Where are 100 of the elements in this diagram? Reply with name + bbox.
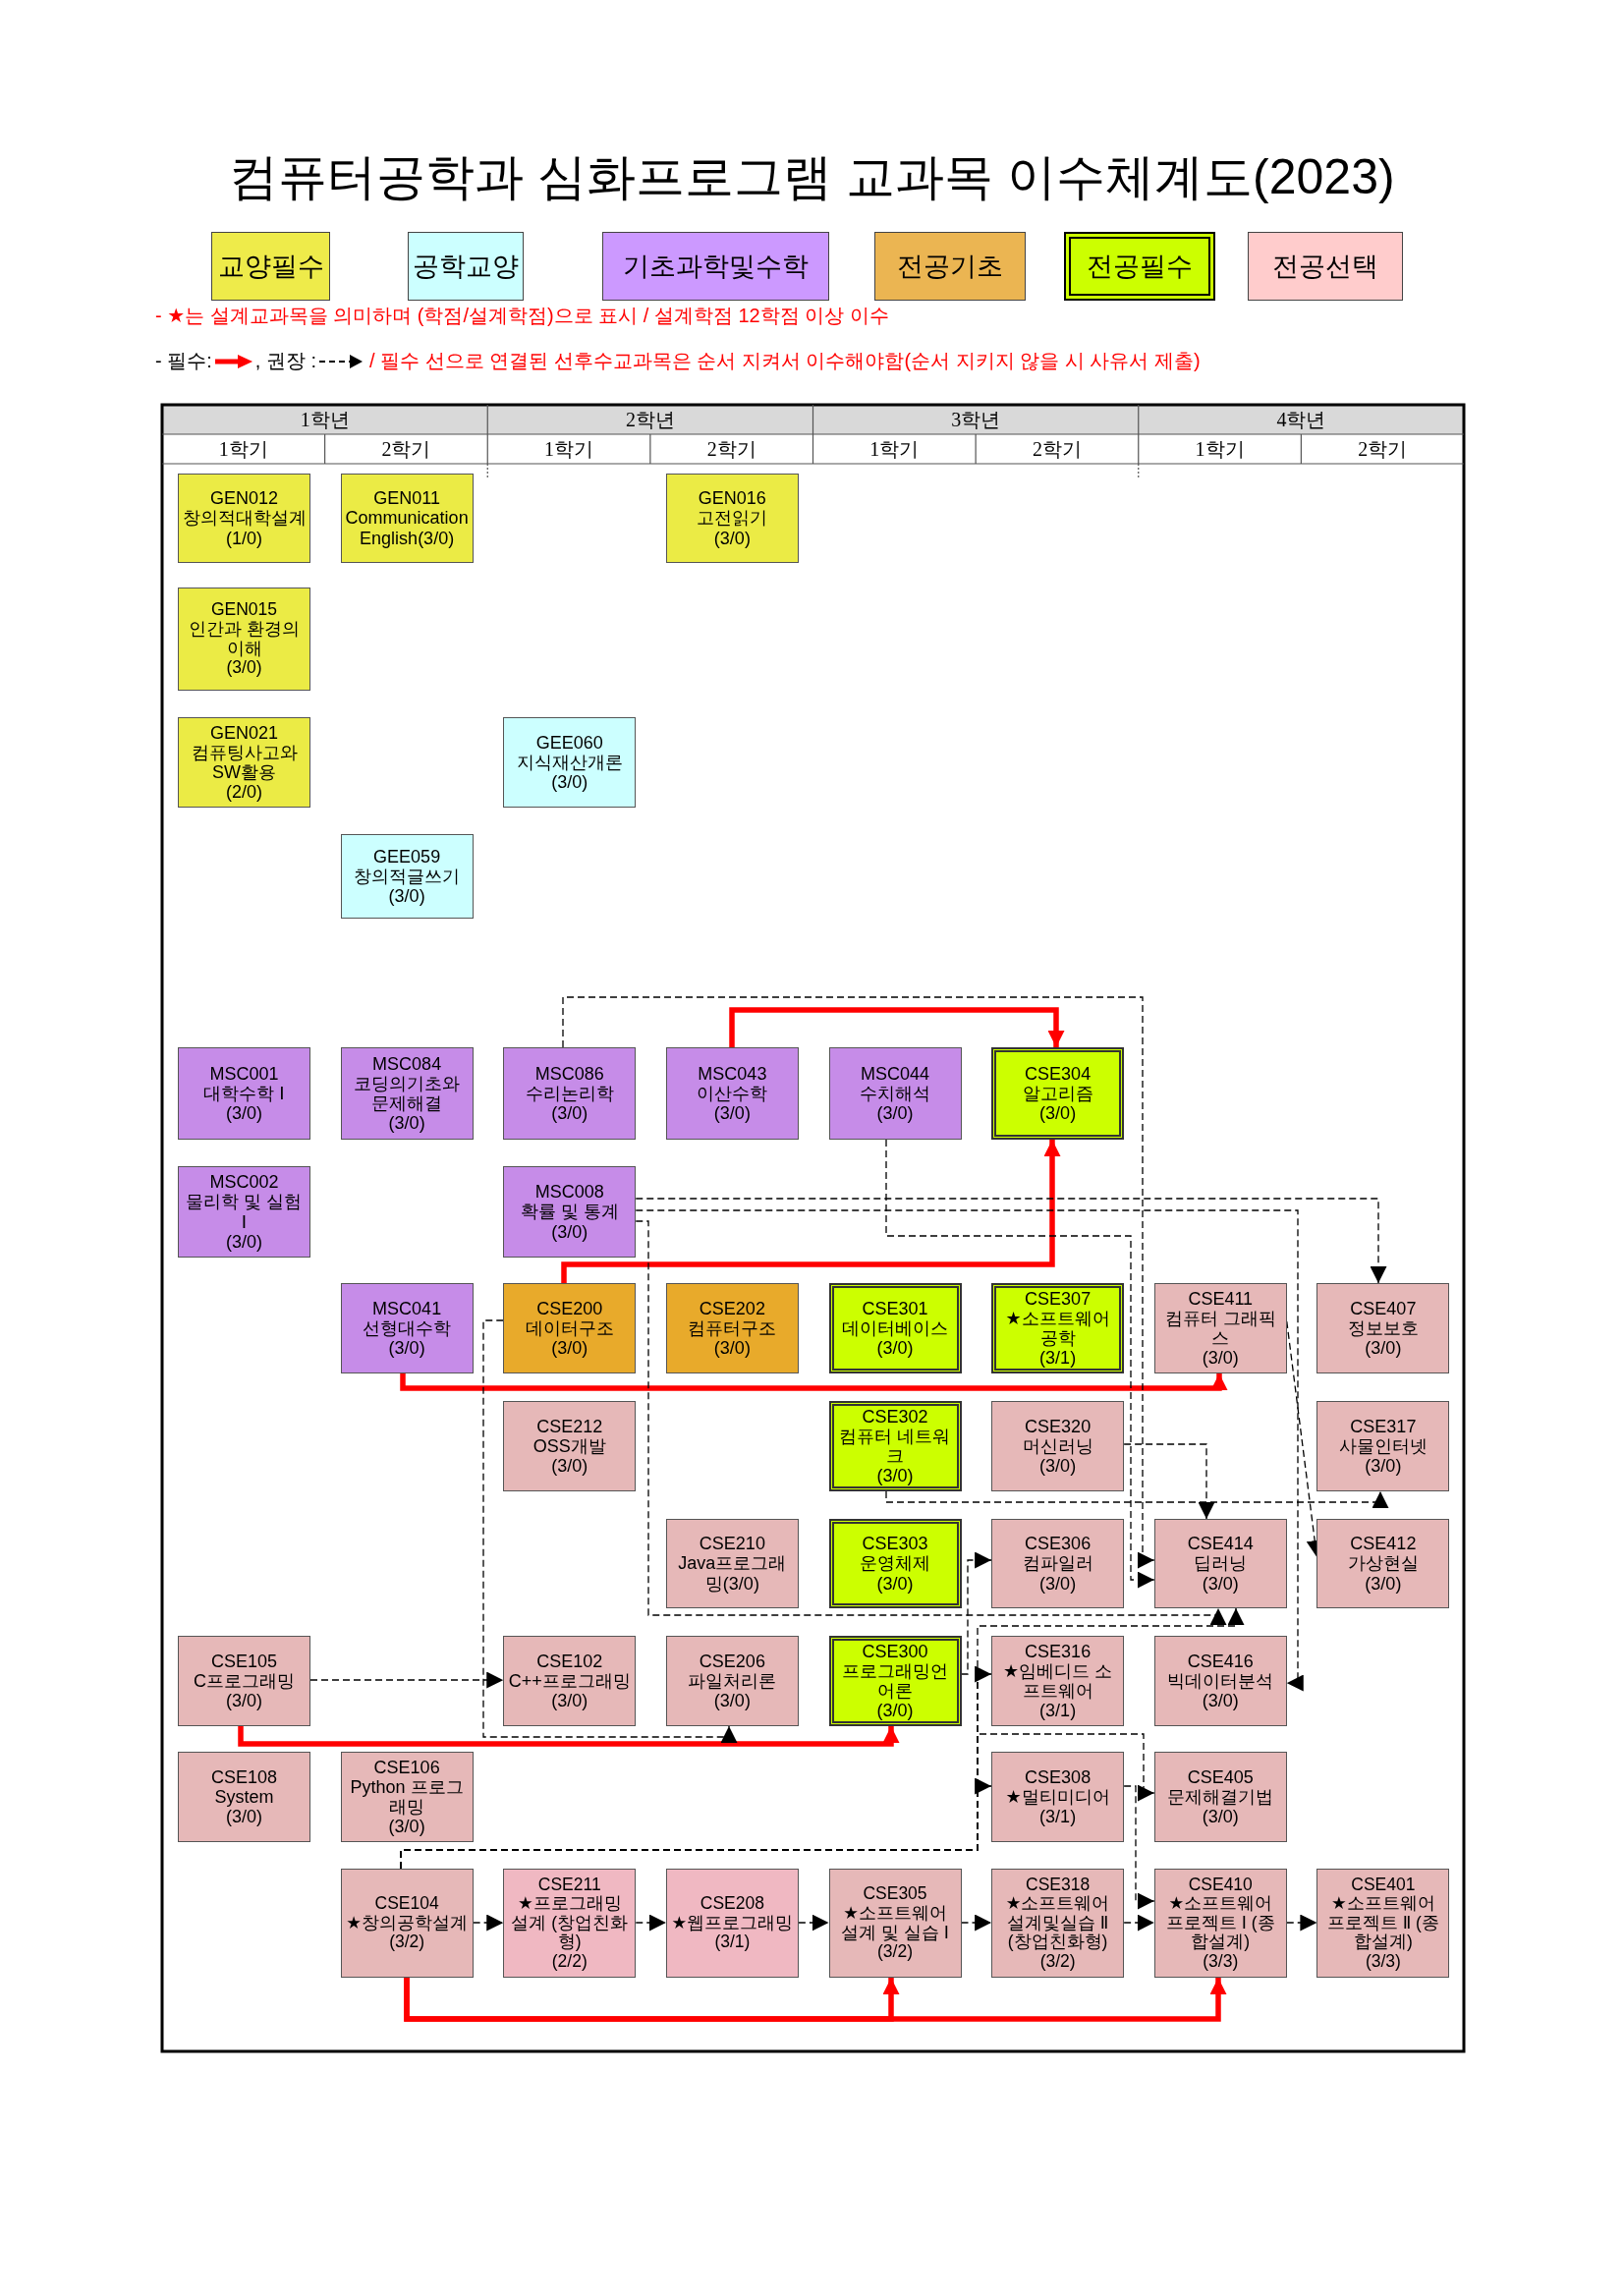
course-label: (3/0) [1039,1456,1077,1477]
course-label: C프로그래밍 [194,1670,295,1692]
arrow [798,1914,830,1932]
legend-label: 교양필수 [217,250,324,283]
course-box [991,1047,1125,1140]
year-header: 1학년 [299,408,351,432]
course-label: 지식재산개론 [516,752,623,773]
course-label: (3/0) [1202,1573,1239,1594]
course-label: (3/0) [1202,1807,1239,1827]
course-label: ★소프트웨어 설계및실습 Ⅱ (창업친화형) [1004,1894,1111,1952]
course-label: 코딩의기초와 문제해결 [353,1073,462,1114]
course-box [1316,1401,1450,1491]
course-code: CSE202 [699,1298,765,1318]
arrow [960,1914,992,1932]
arrow [400,1373,1228,1391]
arrow [473,1914,504,1932]
course-label: ★임베디드 소프트웨어 [1002,1660,1114,1702]
legend-label: 전공기초 [897,250,1003,283]
course-label: (2/0) [226,782,262,803]
course-code: CSE405 [1187,1766,1254,1787]
course-code: MSC084 [372,1053,442,1074]
course-label: 인간과 환경의 이해 [188,619,301,659]
course-code: CSE200 [536,1298,603,1318]
course-label: (3/0) [226,1231,262,1252]
course-code: CSE303 [862,1534,928,1554]
course-box [178,1047,310,1140]
course-label: 머신러닝 [1022,1435,1093,1457]
course-code: CSE210 [699,1534,765,1554]
course-label: (3/0) [876,1103,914,1124]
course-box [991,1636,1125,1726]
course-label: (3/0) [226,1103,262,1124]
course-box [1316,1869,1450,1978]
course-label: (3/0) [713,528,751,548]
course-label: ★소프트웨어 프로젝트 Ⅰ (종합설계) [1164,1894,1276,1952]
arrow [729,1007,1065,1047]
course-label: (3/0) [876,1466,914,1486]
legend-label: 공학교양 [413,250,519,283]
course-label: 확률 및 통계 [520,1202,619,1222]
course-label: (3/0) [226,1691,262,1711]
course-label: (3/0) [876,1701,914,1721]
course-code: MSC008 [534,1182,604,1203]
semester-header: 2학기 [705,437,757,462]
course-label: (3/0) [1202,1691,1239,1711]
course-box [1153,1869,1287,1978]
course-label: 빅데이터분석 [1167,1670,1274,1692]
course-code: CSE304 [1025,1063,1092,1084]
course-code: GEN021 [209,722,278,743]
course-label: Python 프로그래밍 [349,1776,465,1818]
course-box [1153,1283,1287,1373]
semester-header: 2학기 [1357,437,1409,462]
course-label: (3/0) [1365,1338,1402,1359]
course-label: 컴파일러 [1022,1553,1093,1574]
course-label: System [214,1786,274,1808]
course-label: OSS개발 [532,1435,606,1457]
course-label: 창의적글쓰기 [354,866,461,887]
arrow [885,1139,1155,1589]
arrow [635,1198,1387,1284]
course-code: CSE410 [1188,1875,1253,1895]
course-label: (3/0) [1039,1103,1077,1124]
course-code: CSE301 [862,1298,928,1318]
course-label: (3/0) [551,772,588,793]
course-label: (3/0) [551,1338,588,1359]
course-code: MSC002 [209,1172,279,1193]
course-label: (3/3) [1203,1951,1239,1972]
arrow [635,1220,1227,1625]
course-label: (3/0) [1202,1348,1239,1369]
year-header: 2학년 [624,408,676,432]
course-label: (2/2) [551,1951,588,1972]
arrow [400,1607,1245,1870]
course-box [340,1869,474,1978]
course-box [828,1636,962,1726]
course-label: (3/1) [1039,1348,1077,1369]
course-label: (3/0) [388,886,425,907]
course-label: ★소프트웨어공학 [1004,1308,1111,1349]
course-label: (1/0) [226,528,262,548]
arrow [635,1914,667,1932]
course-label: ★소프트웨어 프로젝트 Ⅱ (종합설계) [1325,1894,1440,1952]
course-box [178,717,310,808]
course-code: CSE212 [536,1416,603,1436]
course-code: CSE102 [536,1651,603,1671]
course-label: ★프로그래밍 설계 (창업친화형) [510,1894,630,1952]
course-label: C++프로그래밍(3/0) [507,1670,632,1711]
course-code: CSE307 [1025,1288,1092,1309]
course-box [1153,1519,1287,1608]
course-box [665,1047,799,1140]
course-label: 컴퓨터구조 [688,1317,777,1339]
course-box [340,1752,474,1842]
course-label: (3/2) [1039,1951,1076,1972]
course-box [1153,1636,1287,1726]
course-box [503,1401,637,1491]
course-label: (3/0) [388,1817,425,1837]
semester-header: 2학기 [1031,437,1083,462]
course-box [503,1166,637,1258]
course-label: 물리학 및 실험 Ⅰ [185,1192,304,1232]
course-label: 알고리즘 [1022,1083,1093,1104]
note: , 권장 : [254,349,316,373]
course-label: (3/0) [551,1221,588,1242]
legend-label: 전공필수 [1087,250,1193,283]
course-box [503,1047,637,1140]
course-box [828,1283,962,1373]
